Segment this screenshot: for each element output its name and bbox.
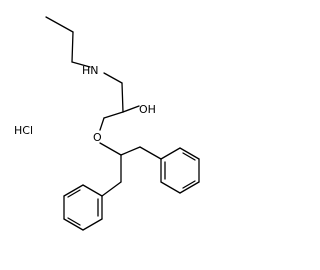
ch2-o-bond: [99, 117, 105, 131]
ether-oxygen-label: O: [93, 131, 102, 144]
structure-canvas: HN OH O HCl: [14, 16, 200, 231]
o-ch-bond: [99, 142, 122, 156]
right-benzyl-chain: [120, 146, 162, 160]
n-ch2-bond: [103, 72, 123, 84]
ch-oh-bond: [122, 105, 140, 113]
ch-ch2-bond: [103, 111, 124, 119]
ch2-choh-bond: [121, 82, 124, 113]
chemical-structure: HN OH O HCl: [14, 16, 200, 231]
hydroxyl-label: OH: [139, 103, 156, 116]
amine-label: HN: [82, 64, 99, 77]
butyl-chain: [45, 16, 91, 68]
lower-phenyl-ring: [63, 184, 103, 231]
right-phenyl-ring: [160, 147, 200, 194]
lower-benzyl-chain: [101, 154, 122, 197]
hcl-label: HCl: [14, 124, 33, 137]
